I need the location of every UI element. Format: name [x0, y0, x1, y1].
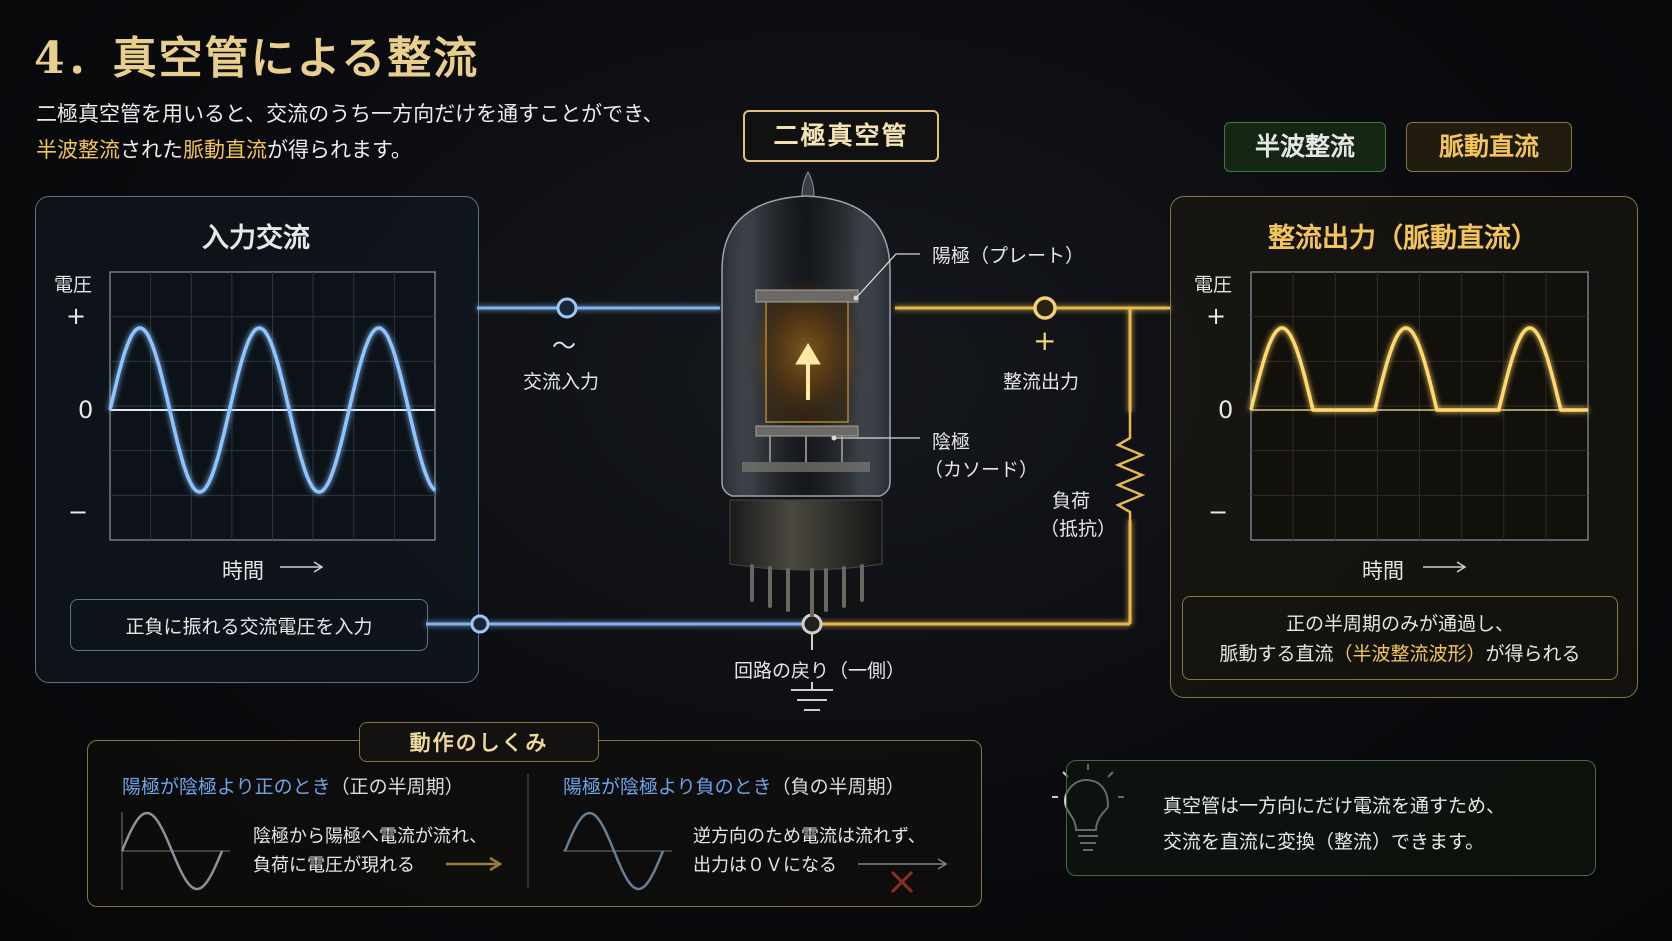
up-arrow-icon	[795, 343, 821, 400]
intro-text-part: が得られます。	[267, 138, 412, 162]
ac-symbol: 〜	[552, 332, 576, 360]
half-wave-badge: 半波整流	[1224, 122, 1386, 172]
negative-desc-1: 逆方向のため電流は流れず、	[693, 826, 926, 847]
tip-box	[1066, 760, 1596, 876]
output-note-highlight: （半波整流波形）	[1333, 643, 1486, 665]
output-grid	[1250, 271, 1589, 541]
negative-desc-2: 出力は０Ｖになる	[693, 855, 837, 876]
output-y-label: 電圧	[1194, 274, 1233, 296]
arrow-right-icon	[446, 856, 503, 872]
intro-line-1: 二極真空管を用いると、交流のうち一方向だけを通すことができ、	[36, 102, 664, 126]
input-minus-label: −	[68, 498, 89, 526]
tip-text: 真空管は一方向にだけ電流を通すため、 交流を直流に変換（整流）できます。	[1163, 788, 1505, 860]
load-label-2: （抵抗）	[1040, 518, 1117, 540]
anode-leader	[855, 253, 920, 299]
ac-input-label: 交流入力	[523, 371, 600, 393]
input-wires	[426, 306, 812, 626]
input-grid	[109, 271, 436, 541]
positive-half-wave-icon	[120, 811, 230, 891]
output-plus-label: +	[1206, 302, 1227, 330]
output-note-line2: 脈動する直流（半波整流波形）が得られる	[1183, 639, 1617, 669]
input-return-terminal	[470, 614, 490, 634]
how-it-works-box	[87, 740, 982, 907]
output-x-label: 時間	[1362, 559, 1404, 583]
output-zero-label: 0	[1218, 396, 1234, 424]
output-minus-label: −	[1208, 498, 1229, 526]
output-terminal	[1033, 296, 1057, 320]
output-note: 正の半周期のみが通過し、 脈動する直流（半波整流波形）が得られる	[1182, 596, 1618, 680]
return-terminal	[801, 613, 823, 635]
cathode-leader-dot	[831, 435, 837, 441]
tip-line-2: 交流を直流に変換（整流）できます。	[1163, 831, 1485, 853]
positive-desc-1: 陰極から陽極へ電流が流れ、	[253, 826, 488, 847]
positive-heading-sub: （正の半周期）	[330, 776, 464, 798]
tube-badge: 二極真空管	[743, 110, 939, 162]
arrow-right-icon	[1423, 561, 1467, 573]
input-x-label: 時間	[222, 559, 264, 583]
output-note-line1: 正の半周期のみが通過し、	[1285, 613, 1514, 635]
load-label-1: 負荷	[1052, 490, 1091, 512]
how-it-works-title: 動作のしくみ	[359, 722, 599, 762]
negative-heading-sub: （負の半周期）	[771, 776, 905, 798]
page-title: 4．真空管による整流	[34, 33, 480, 84]
arrow-right-icon	[858, 858, 948, 870]
intro-line-2: 半波整流された脈動直流が得られます。	[36, 132, 664, 168]
input-plus-label: +	[66, 302, 87, 330]
negative-heading: 陽極が陰極より負のとき（負の半周期）	[563, 772, 905, 799]
cross-icon	[890, 870, 914, 894]
output-plus-sign: +	[1033, 324, 1057, 357]
output-note-text: が得られる	[1485, 643, 1581, 665]
intro-pulsating: 脈動直流	[183, 138, 267, 162]
output-half-wave	[1249, 326, 1588, 412]
intro-half-wave: 半波整流	[36, 138, 120, 162]
ac-input-terminal	[556, 297, 578, 319]
positive-desc-2: 負荷に電圧が現れる	[253, 855, 415, 876]
arrow-right-icon	[280, 561, 324, 573]
vacuum-tube	[721, 171, 891, 617]
output-panel-title: 整流出力（脈動直流）	[1268, 223, 1538, 254]
output-wires	[812, 306, 1170, 626]
input-sine-wave	[108, 326, 437, 494]
ground-icon	[791, 633, 833, 711]
output-note-text: 脈動する直流	[1219, 643, 1334, 665]
intro-text: 二極真空管を用いると、交流のうち一方向だけを通すことができ、 半波整流された脈動…	[36, 96, 664, 168]
negative-heading-main: 陽極が陰極より負のとき	[563, 776, 772, 798]
intro-text-part: された	[120, 138, 183, 162]
positive-heading: 陽極が陰極より正のとき（正の半周期）	[122, 772, 464, 799]
return-label: 回路の戻り（一側）	[734, 660, 906, 682]
input-y-label: 電圧	[54, 274, 93, 296]
anode-leader-dot	[853, 295, 859, 301]
pulsating-badge: 脈動直流	[1406, 122, 1572, 172]
positive-heading-main: 陽極が陰極より正のとき	[122, 776, 331, 798]
anode-label: 陽極（プレート）	[932, 245, 1085, 267]
negative-half-wave-icon	[563, 811, 672, 891]
tip-line-1: 真空管は一方向にだけ電流を通すため、	[1163, 795, 1506, 817]
cathode-label-2: （カソード）	[924, 459, 1039, 481]
rect-output-label: 整流出力	[1003, 371, 1080, 393]
cathode-label-1: 陰極	[932, 431, 971, 453]
input-panel-title: 入力交流	[202, 223, 310, 254]
resistor-icon	[1114, 412, 1146, 520]
input-zero-label: 0	[78, 396, 94, 424]
